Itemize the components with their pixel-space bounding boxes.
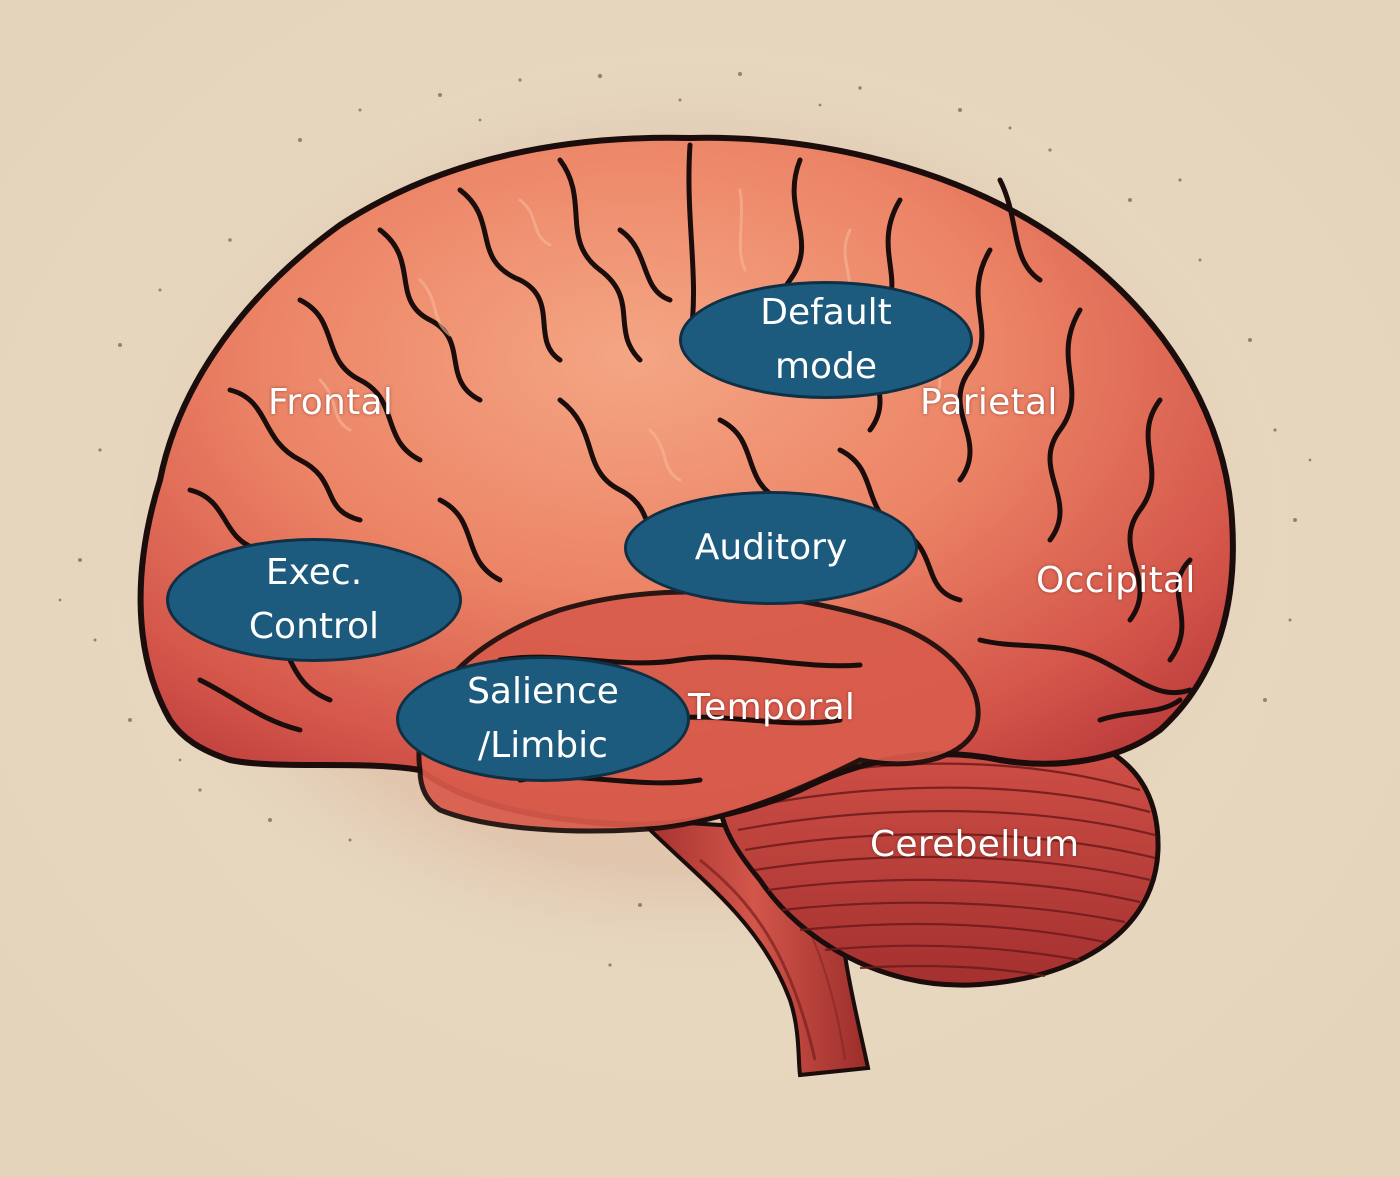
temporal-label: Temporal <box>688 687 856 728</box>
background-speckles <box>58 72 1312 967</box>
default-mode-line-1: Default <box>760 292 892 333</box>
default-mode-line-2: mode <box>774 346 878 387</box>
auditory-line-1: Auditory <box>694 527 848 568</box>
salience-limbic-line-2: /Limbic <box>478 725 608 766</box>
occipital-label: Occipital <box>1036 560 1196 601</box>
parietal-label: Parietal <box>920 382 1058 423</box>
exec-control-line-2: Control <box>248 606 380 647</box>
salience-limbic-network: Salience /Limbic <box>396 656 690 782</box>
exec-control-line-1: Exec. <box>265 552 363 593</box>
default-mode-network: Default mode <box>679 281 973 399</box>
frontal-label: Frontal <box>268 382 394 423</box>
salience-limbic-line-1: Salience <box>467 671 619 712</box>
exec-control-network: Exec. Control <box>166 538 462 662</box>
cerebellum-label: Cerebellum <box>870 824 1080 865</box>
auditory-network: Auditory <box>624 491 918 605</box>
